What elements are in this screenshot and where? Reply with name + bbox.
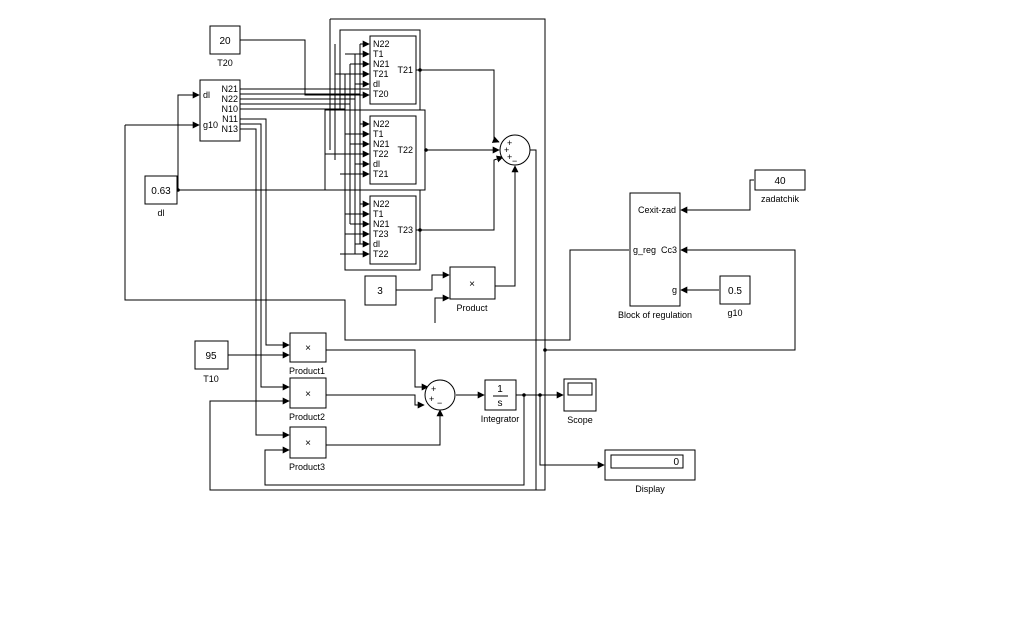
splitter-out-port-n10: N10: [221, 104, 238, 114]
splitter-out-port-n21: N21: [221, 84, 238, 94]
const-3-value: 3: [377, 286, 383, 297]
regulation-port-g-reg: g_reg: [633, 245, 656, 255]
splitter-in-port-dl: dl: [203, 90, 210, 100]
splitter-subsystem-block[interactable]: dl g10 N21 N22 N10 N11 N13: [199, 79, 241, 142]
g10-constant-block[interactable]: 0.5 g10: [719, 275, 751, 318]
sub2-in-port: N21: [373, 139, 390, 149]
zadatchik-value: 40: [774, 176, 786, 187]
integrator-label: Integrator: [481, 414, 520, 424]
regulation-label: Block of regulation: [618, 310, 692, 320]
splitter-out-port-n13: N13: [221, 124, 238, 134]
display-value: 0: [673, 457, 679, 468]
product-symbol: ×: [469, 279, 475, 290]
sub3-out-port: T23: [397, 225, 413, 235]
product3-symbol: ×: [305, 438, 311, 449]
t20-value: 20: [219, 36, 231, 47]
sum-top-sign: +: [507, 138, 512, 148]
scope-screen-icon: [567, 382, 593, 396]
product3-label: Product3: [289, 462, 325, 472]
product1-label: Product1: [289, 366, 325, 376]
sum-top-block[interactable]: + + + −: [499, 134, 531, 166]
sub1-in-port: T20: [373, 89, 389, 99]
t20-constant-block[interactable]: 20 T20: [209, 25, 241, 68]
product1-block[interactable]: × Product1: [289, 332, 327, 376]
zadatchik-constant-block[interactable]: 40 zadatchik: [754, 169, 806, 204]
sum-top-sign: +: [504, 145, 509, 155]
sub1-in-port: T1: [373, 49, 384, 59]
display-block[interactable]: 0 Display: [604, 449, 696, 494]
dl-constant-block[interactable]: 0.63 dl: [144, 175, 178, 218]
sub1-in-port: T21: [373, 69, 389, 79]
integrator-block[interactable]: 1 s Integrator: [481, 379, 520, 424]
splitter-out-port-n22: N22: [221, 94, 238, 104]
sub2-in-port: T21: [373, 169, 389, 179]
display-label: Display: [635, 484, 665, 494]
sub2-in-port: T1: [373, 129, 384, 139]
sum-bottom-sign: +: [429, 394, 434, 404]
block-of-regulation[interactable]: Cexit-zad g_reg Cc3 g Block of regulatio…: [618, 192, 692, 320]
subsystem-t21-block[interactable]: N22 T1 N21 T21 dl T20 T21: [369, 35, 417, 105]
t10-value: 95: [205, 351, 217, 362]
sub2-in-port: dl: [373, 159, 380, 169]
g10-value: 0.5: [728, 286, 742, 297]
product2-symbol: ×: [305, 389, 311, 400]
sub3-in-port: T23: [373, 229, 389, 239]
g10-label: g10: [727, 308, 742, 318]
sum-top-sign: −: [512, 156, 517, 166]
scope-label: Scope: [567, 415, 593, 425]
sub3-in-port: T1: [373, 209, 384, 219]
integrator-denominator: s: [498, 398, 503, 409]
product3-block[interactable]: × Product3: [289, 426, 327, 472]
sub2-in-port: N22: [373, 119, 390, 129]
splitter-in-port-g10: g10: [203, 120, 218, 130]
subsystem-t23-block[interactable]: N22 T1 N21 T23 dl T22 T23: [369, 195, 417, 265]
product2-block[interactable]: × Product2: [289, 377, 327, 422]
sub1-in-port: dl: [373, 79, 380, 89]
dl-value: 0.63: [151, 186, 171, 197]
sum-top-sign: +: [507, 152, 512, 162]
const-3-block[interactable]: 3: [364, 275, 397, 306]
splitter-out-port-n11: N11: [222, 114, 238, 124]
regulation-port-cexit-zad: Cexit-zad: [638, 205, 676, 215]
dl-label: dl: [157, 208, 164, 218]
sum-bottom-block[interactable]: + + −: [424, 379, 456, 411]
t10-constant-block[interactable]: 95 T10: [194, 340, 229, 384]
t10-label: T10: [203, 374, 219, 384]
sub3-in-port: N22: [373, 199, 390, 209]
product-block[interactable]: × Product: [449, 266, 496, 313]
zadatchik-label: zadatchik: [761, 194, 800, 204]
sum-bottom-sign: +: [431, 384, 436, 394]
sum-bottom-sign: −: [437, 398, 442, 408]
regulation-port-cc3: Cc3: [661, 245, 677, 255]
subsystem-t22-block[interactable]: N22 T1 N21 T22 dl T21 T22: [369, 115, 417, 185]
scope-block[interactable]: Scope: [563, 378, 597, 425]
sub1-in-port: N22: [373, 39, 390, 49]
t20-label: T20: [217, 58, 233, 68]
product-label: Product: [456, 303, 488, 313]
sub3-in-port: N21: [373, 219, 390, 229]
sub1-in-port: N21: [373, 59, 390, 69]
signal-lines: [124, 18, 796, 491]
sub2-in-port: T22: [373, 149, 389, 159]
sub3-in-port: T22: [373, 249, 389, 259]
sub3-in-port: dl: [373, 239, 380, 249]
product1-symbol: ×: [305, 343, 311, 354]
product2-label: Product2: [289, 412, 325, 422]
sub1-out-port: T21: [397, 65, 413, 75]
integrator-numerator: 1: [497, 384, 503, 395]
regulation-port-g: g: [672, 285, 677, 295]
sub2-out-port: T22: [397, 145, 413, 155]
